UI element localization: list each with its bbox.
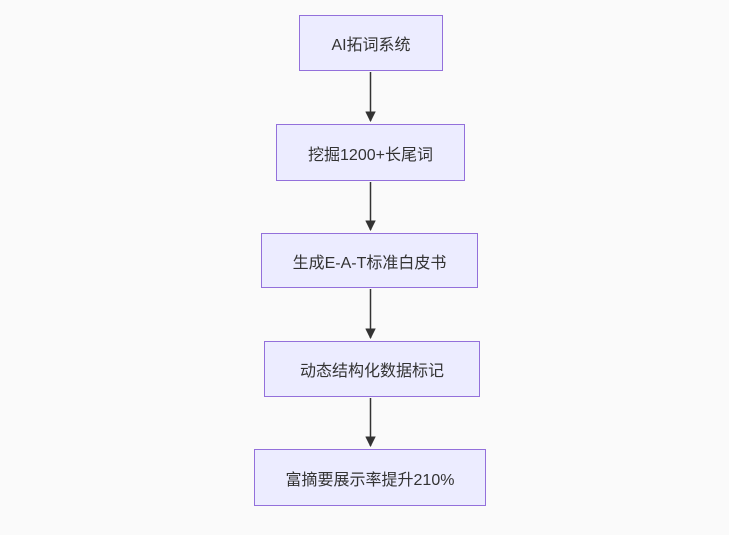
node-label: 挖掘1200+长尾词 xyxy=(308,146,433,164)
node-label: 生成E-A-T标准白皮书 xyxy=(292,254,447,272)
flowchart-node-dynamic-structured-data: 动态结构化数据标记 xyxy=(264,341,480,397)
node-label: AI拓词系统 xyxy=(331,37,411,54)
node-label: 动态结构化数据标记 xyxy=(299,363,444,380)
flowchart-node-generate-eat-whitepaper: 生成E-A-T标准白皮书 xyxy=(261,233,478,288)
flowchart-node-ai-word-expansion-system: AI拓词系统 xyxy=(299,15,443,71)
flowchart-node-rich-snippet-rate-up: 富摘要展示率提升210% xyxy=(254,449,486,506)
flowchart-node-mine-longtail-keywords: 挖掘1200+长尾词 xyxy=(276,124,465,181)
node-label: 富摘要展示率提升210% xyxy=(285,471,455,489)
